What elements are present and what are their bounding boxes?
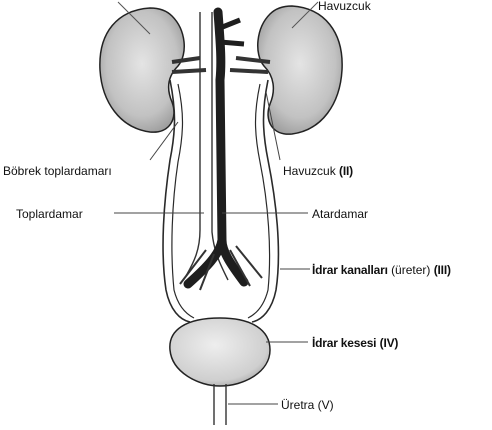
urethra xyxy=(214,384,226,425)
idrar-kesesi-text: İdrar kesesi xyxy=(312,336,376,350)
idrar-kanallari-paren: (üreter) xyxy=(391,263,430,277)
havuzcuk-number: (II) xyxy=(339,164,353,178)
uretra-text: Üretra (V) xyxy=(281,398,334,412)
aorta xyxy=(188,12,244,284)
label-uretra: Üretra (V) xyxy=(281,398,334,412)
toplardamar-text: Toplardamar xyxy=(16,207,83,221)
aorta-branch-top2 xyxy=(220,42,244,44)
bobrek-toplardamari-text: Böbrek toplardamarı xyxy=(3,164,112,178)
label-idrar-kanallari: İdrar kanalları (üreter) (III) xyxy=(312,263,451,277)
idrar-kesesi-number: (IV) xyxy=(380,336,399,350)
label-toplardamar: Toplardamar xyxy=(16,207,83,221)
label-havuzcuk: Havuzcuk (II) xyxy=(283,164,353,178)
label-idrar-kesesi: İdrar kesesi (IV) xyxy=(312,336,398,350)
havuzcuk-text: Havuzcuk xyxy=(283,164,336,178)
label-bobrek-toplardamari: Böbrek toplardamarı xyxy=(3,164,112,178)
atardamar-text: Atardamar xyxy=(312,207,368,221)
idrar-kanallari-text: İdrar kanalları xyxy=(312,263,388,277)
idrar-kanallari-number: (III) xyxy=(434,263,451,277)
label-atardamar: Atardamar xyxy=(312,207,368,221)
label-top-right: Havuzcuk xyxy=(318,0,372,13)
bladder xyxy=(170,318,270,386)
right-ureter-inner xyxy=(248,84,270,318)
